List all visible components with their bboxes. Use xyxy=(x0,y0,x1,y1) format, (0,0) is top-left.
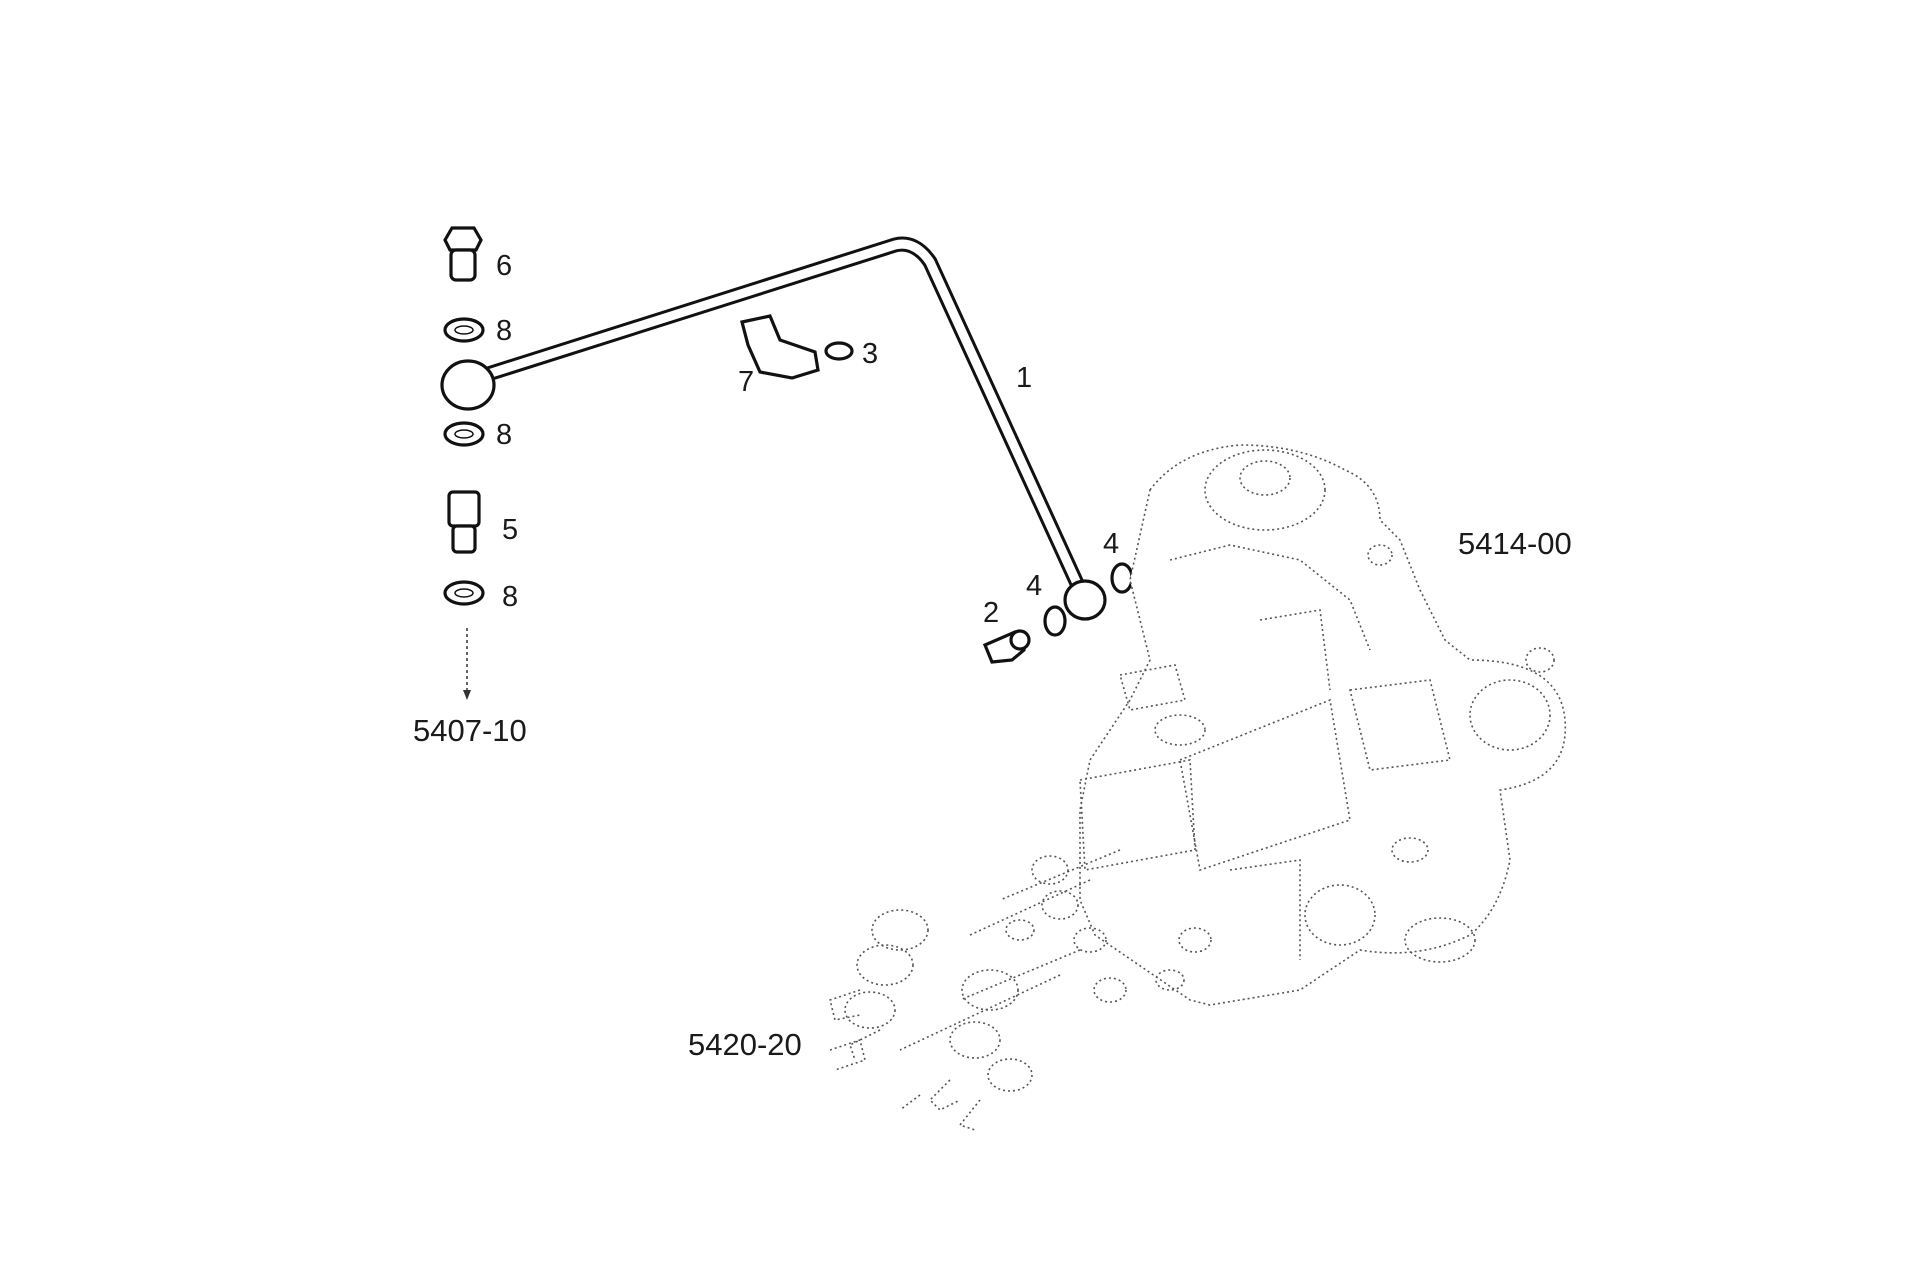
callout-7: 7 xyxy=(738,366,755,398)
ref-injector-group: 5407-10 xyxy=(413,713,527,748)
part-4-seal-right xyxy=(1110,562,1134,594)
delivery-fittings xyxy=(829,849,1127,1131)
injection-pump xyxy=(1079,444,1567,1006)
part-8-seal-washer-lower xyxy=(443,580,485,606)
callout-8-lower: 8 xyxy=(502,581,519,613)
callout-1: 1 xyxy=(1016,362,1033,394)
part-2-banjo-bolt xyxy=(982,629,1031,664)
callout-8-middle: 8 xyxy=(496,419,513,451)
callout-8-upper: 8 xyxy=(496,315,513,347)
callout-4-right: 4 xyxy=(1103,528,1120,560)
callout-3: 3 xyxy=(862,338,879,370)
part-1-fuel-pipe xyxy=(440,236,1107,621)
part-4-seal-left xyxy=(1043,605,1067,637)
part-8-seal-washer-middle xyxy=(443,421,485,447)
ref-pump-group: 5414-00 xyxy=(1458,526,1572,561)
part-5-valve-holder xyxy=(447,490,481,554)
part-7-bracket xyxy=(740,314,820,380)
leader-arrow-injector xyxy=(463,628,471,700)
callout-5: 5 xyxy=(502,514,519,546)
ref-lines-group: 5420-20 xyxy=(688,1027,802,1062)
callout-2: 2 xyxy=(983,597,1000,629)
callout-4-left: 4 xyxy=(1026,570,1043,602)
part-3-nut xyxy=(824,341,854,361)
callout-6: 6 xyxy=(496,250,513,282)
part-6-banjo-bolt xyxy=(443,226,483,282)
part-8-seal-washer-upper xyxy=(443,317,485,343)
